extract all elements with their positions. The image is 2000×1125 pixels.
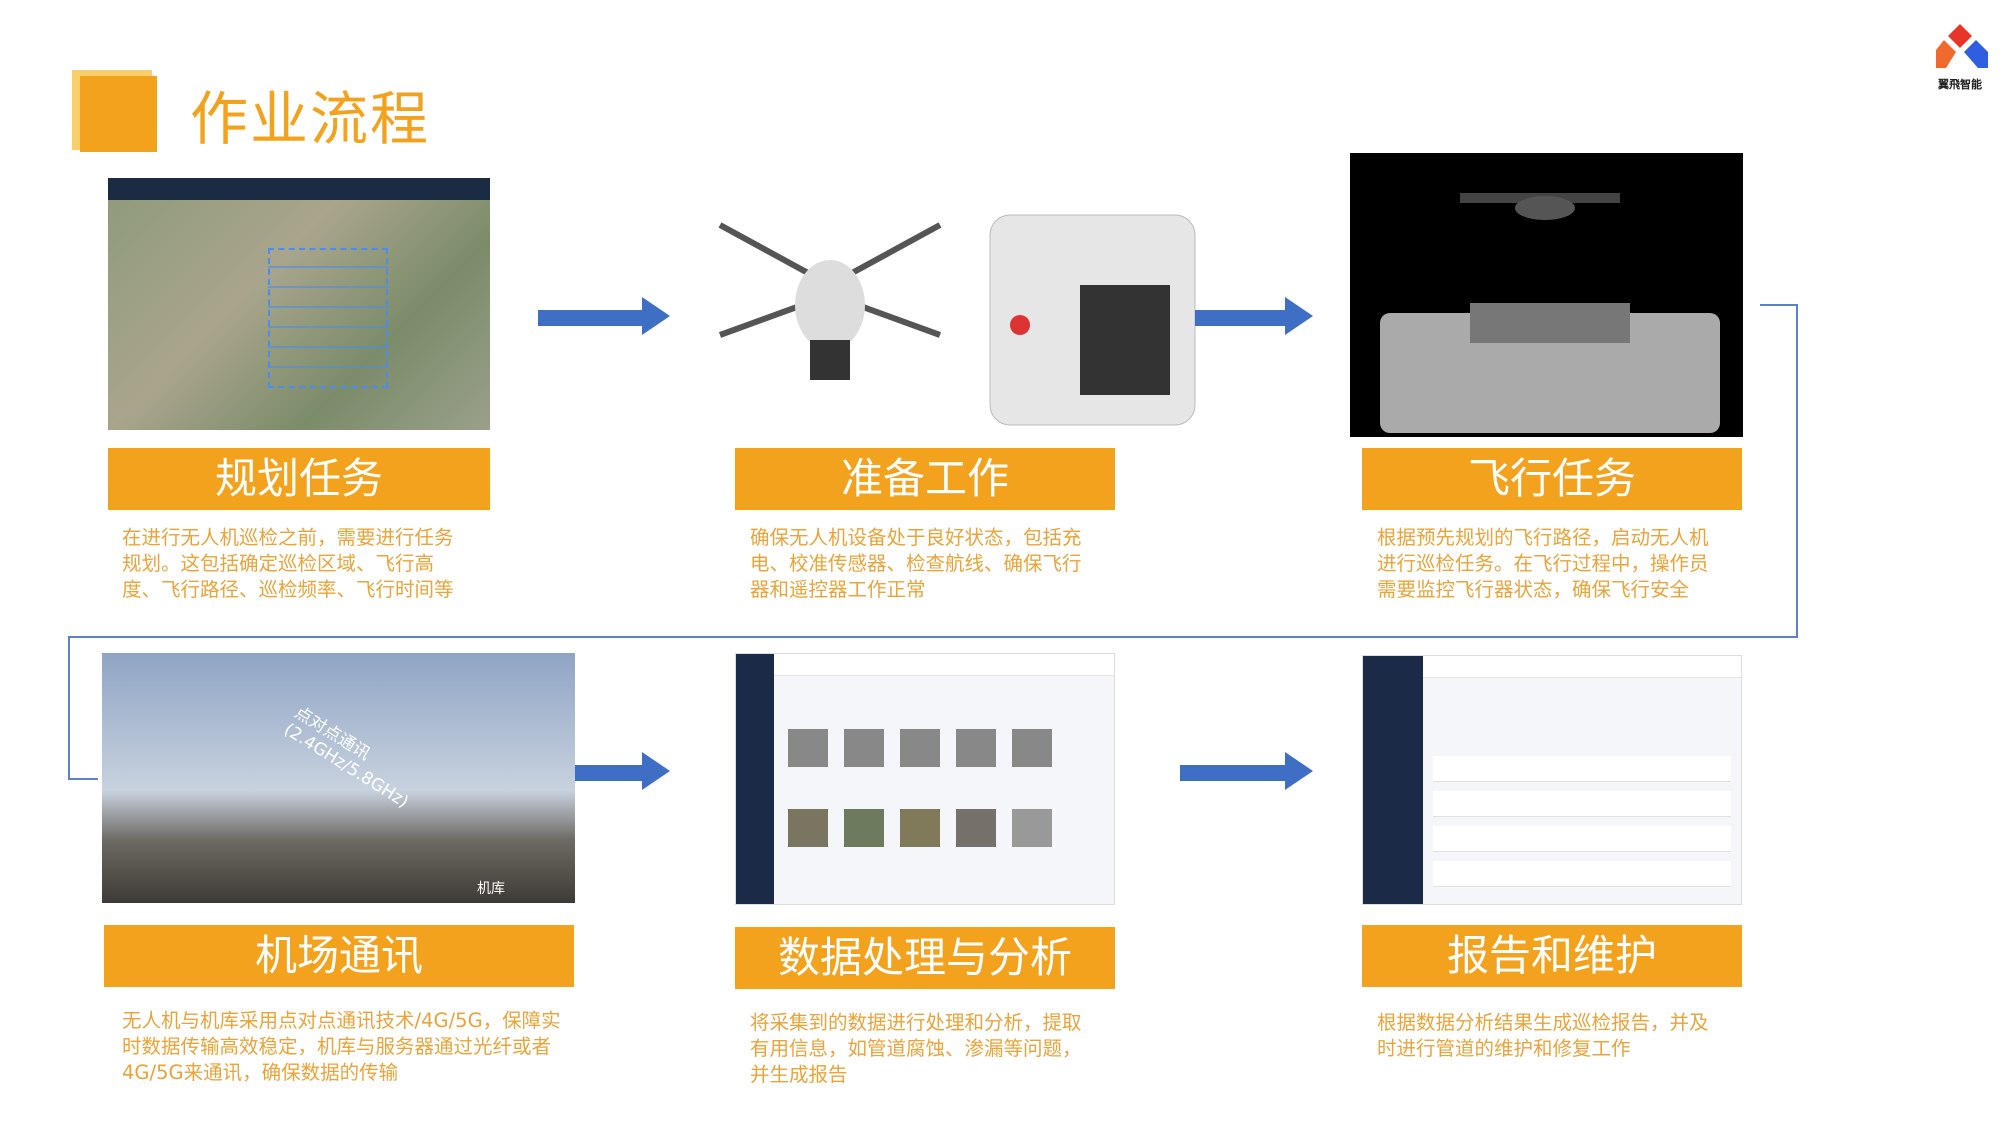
step-label-planning: 规划任务 <box>108 448 490 510</box>
report-screenshot <box>1362 655 1742 905</box>
step-desc-planning: 在进行无人机巡检之前，需要进行任务规划。这包括确定巡检区域、飞行高度、飞行路径、… <box>122 526 454 601</box>
step-label-report: 报告和维护 <box>1362 925 1742 987</box>
connector-line <box>1760 304 1798 306</box>
dock-tag: 机库 <box>477 881 505 897</box>
flow-arrow-3 <box>575 752 670 790</box>
connector-line <box>68 636 1798 638</box>
communication-caption: 点对点通讯 (2.4GHz/5.8GHz) <box>280 702 412 813</box>
flow-arrow-2 <box>1195 297 1313 335</box>
step-label-data-analysis: 数据处理与分析 <box>735 927 1115 989</box>
connector-line <box>68 778 98 780</box>
step-desc-data-analysis: 将采集到的数据进行处理和分析，提取有用信息，如管道腐蚀、渗漏等问题，并生成报告 <box>750 1011 1082 1086</box>
step-label-preparation: 准备工作 <box>735 448 1115 510</box>
page-title: 作业流程 <box>190 85 431 153</box>
planning-map-image <box>108 178 490 430</box>
title-decoration-square <box>80 76 157 152</box>
company-logo: 翼飛智能 <box>1928 22 1998 102</box>
data-analysis-screenshot <box>735 653 1115 905</box>
logo-text: 翼飛智能 <box>1938 78 1982 91</box>
drone-and-dock-image <box>680 175 1220 437</box>
step-desc-preparation: 确保无人机设备处于良好状态，包括充电、校准传感器、检查航线、确保飞行器和遥控器工… <box>750 526 1082 601</box>
step-label-communication: 机场通讯 <box>104 925 574 987</box>
airport-communication-image: 点对点通讯 (2.4GHz/5.8GHz) 机库 <box>102 653 575 903</box>
connector-line <box>68 636 70 780</box>
step-desc-report: 根据数据分析结果生成巡检报告，并及时进行管道的维护和修复工作 <box>1377 1011 1709 1060</box>
flow-arrow-4 <box>1180 752 1313 790</box>
logo-icon <box>1936 24 1988 68</box>
flow-arrow-1 <box>538 297 670 335</box>
flight-dock-image <box>1350 153 1743 437</box>
step-desc-communication: 无人机与机库采用点对点通讯技术/4G/5G，保障实时数据传输高效稳定，机库与服务… <box>122 1009 561 1084</box>
connector-line <box>1796 304 1798 638</box>
step-label-flight: 飞行任务 <box>1362 448 1742 510</box>
step-desc-flight: 根据预先规划的飞行路径，启动无人机进行巡检任务。在飞行过程中，操作员需要监控飞行… <box>1377 526 1709 601</box>
